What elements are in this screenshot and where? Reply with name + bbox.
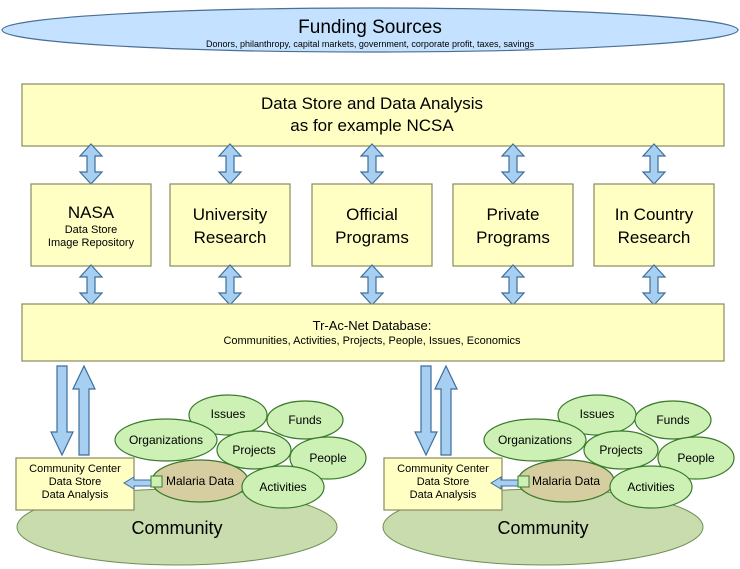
community-center-line2: Data Store <box>417 476 470 488</box>
community-right: Community Issues Funds Organizations Pro… <box>382 364 735 566</box>
source-line1: University <box>193 205 268 224</box>
data-square-icon <box>517 475 530 488</box>
community-center-line1: Community Center <box>29 463 121 475</box>
organizations-bubble <box>114 418 218 462</box>
updown-arrow-icon <box>642 264 666 306</box>
activities-bubble <box>241 465 325 509</box>
community-label: Community <box>497 518 588 538</box>
bubble-label: Issues <box>580 407 615 421</box>
updown-arrow-icon <box>501 143 525 185</box>
funding-subtitle: Donors, philanthropy, capital markets, g… <box>206 39 534 49</box>
bubble-label: Activities <box>259 480 306 494</box>
updown-arrow-icon <box>79 264 103 306</box>
activities-bubble <box>609 465 693 509</box>
bubble-label: Funds <box>288 413 321 427</box>
funding-title: Funding Sources <box>298 17 442 38</box>
community-center-line3: Data Analysis <box>42 489 109 501</box>
database-rect <box>21 303 725 362</box>
source-official-programs: Official Programs <box>311 183 433 267</box>
bubble-label: People <box>677 451 715 465</box>
bubble-label: Projects <box>599 443 642 457</box>
source-box <box>311 183 433 267</box>
database-subtitle: Communities, Activities, Projects, Peopl… <box>223 335 521 347</box>
source-line1: Private <box>487 205 540 224</box>
projects-bubble <box>216 430 292 470</box>
bubble-label: Issues <box>211 407 246 421</box>
down-arrow-icon <box>50 365 74 457</box>
bubble-label: Organizations <box>498 433 572 447</box>
bubble-label: Activities <box>627 480 674 494</box>
data-store-line1: Data Store and Data Analysis <box>261 94 483 113</box>
community-center-line2: Data Store <box>49 476 102 488</box>
people-bubble <box>289 436 367 480</box>
source-title: NASA <box>68 203 115 222</box>
source-box <box>593 183 715 267</box>
source-subtitle: Data Store <box>65 224 118 236</box>
down-arrow-icon <box>414 365 438 457</box>
source-university-research: University Research <box>169 183 291 267</box>
updown-arrow-icon <box>360 143 384 185</box>
source-line1: In Country <box>615 205 694 224</box>
funding-sources: Funding Sources Donors, philanthropy, ca… <box>1 7 739 53</box>
up-arrow-icon <box>434 364 458 456</box>
source-private-programs: Private Programs <box>452 183 574 267</box>
updown-arrow-icon <box>642 143 666 185</box>
source-box <box>452 183 574 267</box>
funds-bubble <box>266 400 344 440</box>
bubble-label: Malaria Data <box>166 474 234 488</box>
bubble-label: Malaria Data <box>532 474 600 488</box>
updown-arrow-icon <box>218 143 242 185</box>
data-store-box: Data Store and Data Analysis as for exam… <box>21 83 725 147</box>
data-square-icon <box>150 475 163 488</box>
projects-bubble <box>583 430 659 470</box>
bubble-label: People <box>309 451 347 465</box>
updown-arrow-icon <box>360 264 384 306</box>
source-line1: Official <box>346 205 398 224</box>
updown-arrow-icon <box>218 264 242 306</box>
data-store-rect <box>21 83 725 147</box>
organizations-bubble <box>483 418 587 462</box>
source-box <box>30 183 152 267</box>
bubble-label: Projects <box>232 443 275 457</box>
funds-bubble <box>634 400 712 440</box>
bubble-label: Funds <box>656 413 689 427</box>
community-left: Community Issues Funds Organizations Pro… <box>15 364 367 566</box>
bubble-label: Organizations <box>129 433 203 447</box>
people-bubble <box>657 436 735 480</box>
database-title: Tr-Ac-Net Database: <box>313 318 432 333</box>
database-box: Tr-Ac-Net Database: Communities, Activit… <box>21 303 725 362</box>
source-line2: Research <box>194 228 267 247</box>
source-line2: Programs <box>335 228 409 247</box>
source-in-country-research: In Country Research <box>593 183 715 267</box>
source-line2: Programs <box>476 228 550 247</box>
source-line2: Research <box>618 228 691 247</box>
updown-arrow-icon <box>501 264 525 306</box>
data-store-line2: as for example NCSA <box>290 116 454 135</box>
community-center-box <box>15 457 135 511</box>
source-subtitle: Image Repository <box>48 237 135 249</box>
community-center-line1: Community Center <box>397 463 489 475</box>
community-center-line3: Data Analysis <box>410 489 477 501</box>
source-box <box>169 183 291 267</box>
issues-bubble <box>188 394 268 436</box>
source-nasa: NASA Data Store Image Repository <box>30 183 152 267</box>
updown-arrow-icon <box>79 143 103 185</box>
community-label: Community <box>131 518 222 538</box>
up-arrow-icon <box>72 364 96 456</box>
funding-ellipse <box>1 7 739 53</box>
